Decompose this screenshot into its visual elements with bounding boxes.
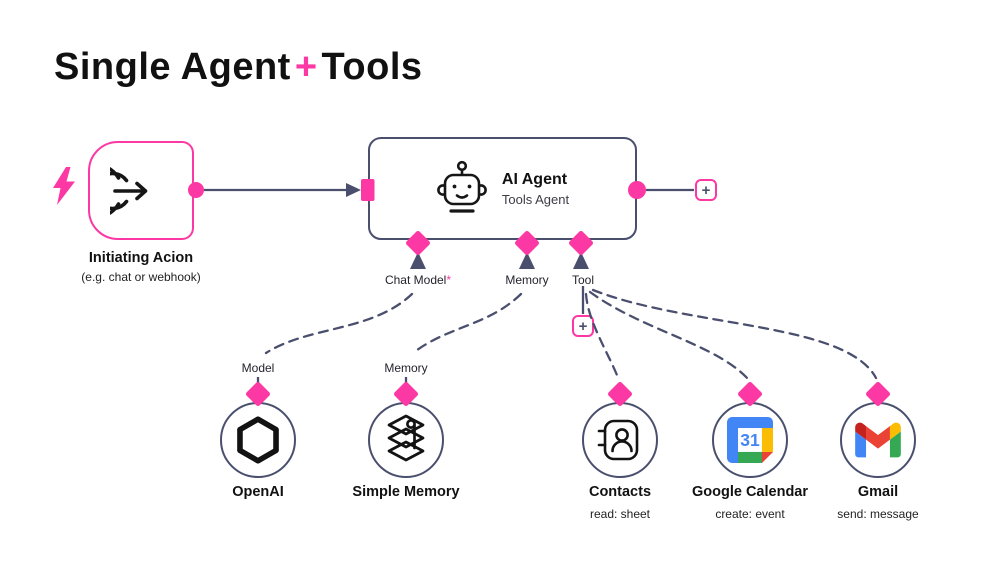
google-calendar-node[interactable]: 31 xyxy=(712,402,788,478)
plus-icon: + xyxy=(578,317,588,335)
title-part1: Single Agent xyxy=(54,46,291,88)
memory-stack-icon xyxy=(387,414,425,462)
simple-memory-node[interactable] xyxy=(368,402,444,478)
title-plus: + xyxy=(294,46,318,88)
ai-agent-node[interactable]: AI Agent Tools Agent xyxy=(368,137,637,240)
add-tool-button[interactable]: + xyxy=(572,315,594,337)
trigger-arrow-icon xyxy=(110,166,148,215)
page-title: Single Agent+Tools xyxy=(54,46,423,89)
google-calendar-icon: 31 xyxy=(727,417,773,463)
title-part2: Tools xyxy=(321,46,423,88)
agent-title: AI Agent xyxy=(501,170,568,188)
agent-subtitle: Tools Agent xyxy=(501,191,570,207)
calendar-31-text: 31 xyxy=(740,430,760,450)
gmail-icon xyxy=(855,422,901,458)
plus-icon: + xyxy=(701,181,711,199)
openai-node[interactable] xyxy=(220,402,296,478)
contacts-icon xyxy=(597,419,639,461)
add-output-node-button[interactable]: + xyxy=(695,179,717,201)
lightning-icon xyxy=(53,167,75,205)
trigger-node[interactable] xyxy=(88,141,194,240)
gmail-node[interactable] xyxy=(840,402,916,478)
robot-icon xyxy=(436,160,487,213)
contacts-node[interactable] xyxy=(582,402,658,478)
openai-logo-icon xyxy=(237,416,279,464)
